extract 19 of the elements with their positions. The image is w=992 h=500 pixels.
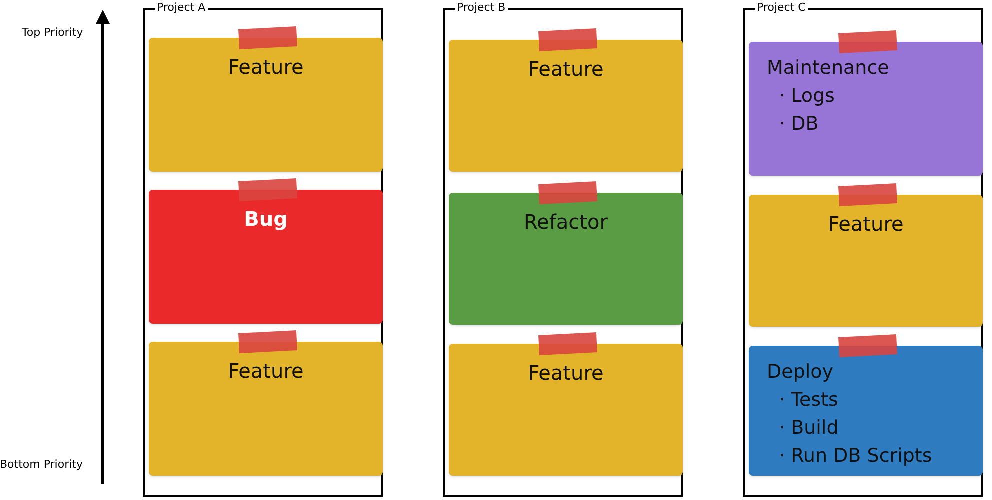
axis-label: Top Priority (22, 25, 84, 41)
note-title: Feature (828, 211, 904, 238)
note-title: Bug (244, 206, 288, 233)
column-heading: Project A (155, 1, 208, 15)
list-item: · DB (779, 112, 819, 137)
column-heading: Project B (455, 1, 508, 15)
list-item: · Run DB Scripts (779, 444, 932, 469)
note-title: Feature (228, 54, 304, 81)
axis-label: Bottom Priority (0, 457, 83, 473)
list-item: · Tests (779, 388, 838, 413)
note-heading: Deploy (767, 360, 834, 385)
note-title: Feature (528, 56, 604, 83)
list-item: · Logs (779, 84, 835, 109)
note-title: Refactor (524, 209, 608, 236)
column-heading: Project C (755, 1, 808, 15)
note-title: Feature (228, 358, 304, 385)
note-title: Feature (528, 360, 604, 387)
note-heading: Maintenance (767, 56, 890, 81)
list-item: · Build (779, 416, 839, 441)
